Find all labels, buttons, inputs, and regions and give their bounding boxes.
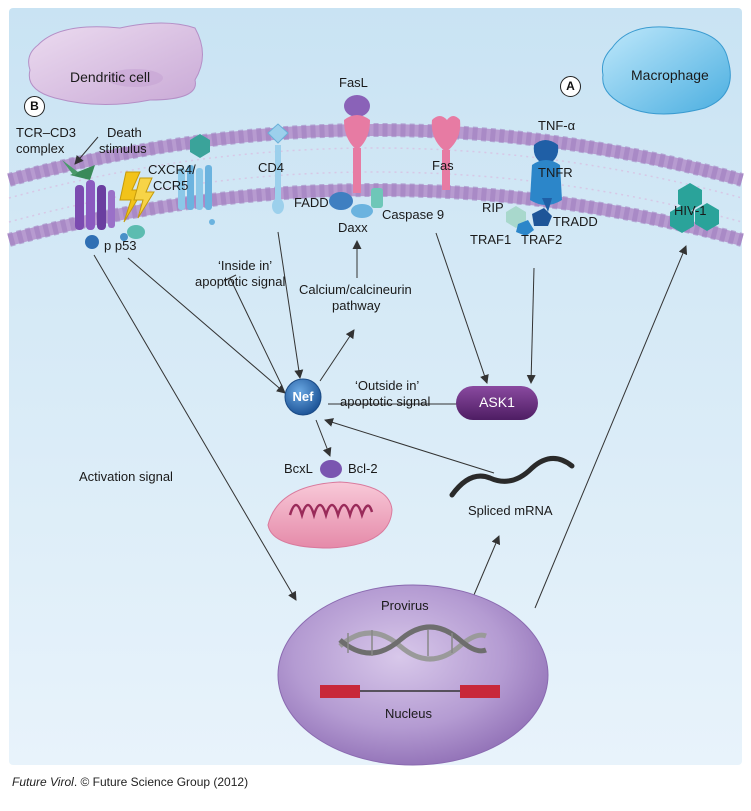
tnfr-receptor — [530, 140, 562, 212]
traf1-label: TRAF1 — [470, 232, 512, 247]
tcr-label-line2: complex — [16, 141, 65, 156]
arrow-tnfr-to-ask1 — [526, 267, 536, 384]
hiv-virus-particles — [670, 183, 719, 233]
arrow-cd4-to-nef — [277, 231, 304, 379]
credit-rest: . © Future Science Group (2012) — [73, 775, 249, 789]
fasl-ligand — [344, 95, 370, 193]
dendritic-cell — [28, 22, 203, 105]
hiv-label: HIV-1 — [674, 203, 707, 218]
death-label-line2: stimulus — [99, 141, 147, 156]
fasl-label: FasL — [339, 75, 368, 90]
p53-label: p p53 — [104, 238, 137, 253]
rip-tradd-traf-complex — [506, 206, 552, 236]
p53-protein — [120, 225, 145, 241]
arrow-p53-to-nef — [127, 257, 286, 394]
ask1-label: ASK1 — [479, 394, 515, 410]
tradd-label: TRADD — [553, 214, 598, 229]
arrow-activation-signal — [93, 254, 297, 601]
outside-in-line2: apoptotic signal — [340, 394, 431, 409]
fadd-label: FADD — [294, 195, 329, 210]
calcium-line2: pathway — [332, 298, 381, 313]
nucleus — [277, 584, 549, 766]
arrow-nucleus-to-hiv — [534, 245, 688, 609]
spliced-mrna-label: Spliced mRNA — [468, 503, 553, 518]
tcr-label-line1: TCR–CD3 — [16, 125, 76, 140]
panel-a-marker: A — [560, 76, 581, 97]
outside-in-line1: ‘Outside in’ — [355, 378, 420, 393]
rip-label: RIP — [482, 200, 504, 215]
fas-label: Fas — [432, 158, 454, 173]
daxx-label: Daxx — [338, 220, 368, 235]
cxcr4-label-line2: CCR5 — [153, 178, 189, 193]
activation-signal-label: Activation signal — [79, 469, 173, 484]
arrow-nef-to-bcxl — [315, 419, 332, 457]
provirus-gene — [320, 685, 500, 698]
bcl2-label: Bcl-2 — [348, 461, 378, 476]
fadd-daxx-complex — [329, 188, 383, 218]
calcium-line1: Calcium/calcineurin — [299, 282, 412, 297]
macrophage-label: Macrophage — [631, 67, 709, 83]
nucleus-label: Nucleus — [385, 706, 432, 721]
tcr-cd3-receptor — [62, 160, 115, 249]
credit-journal: Future Virol — [12, 775, 74, 789]
panel-b-marker: B — [24, 96, 45, 117]
arrows — [74, 136, 688, 686]
arrow-dc-to-tcr — [74, 136, 99, 165]
dendritic-cell-label: Dendritic cell — [70, 69, 151, 85]
cd4-receptor — [267, 123, 289, 214]
traf2-label: TRAF2 — [521, 232, 563, 247]
copyright-credit: Future Virol. © Future Science Group (20… — [12, 775, 248, 789]
inhibit-inside-in-bar — [223, 274, 237, 282]
tnfr-label: TNFR — [538, 165, 573, 180]
cxcr4-ccr5-receptor — [178, 134, 215, 225]
inside-in-line2: apoptotic signal — [195, 274, 286, 289]
death-label-line1: Death — [107, 125, 142, 140]
inside-in-line1: ‘Inside in’ — [218, 258, 273, 273]
arrow-mrna-to-nef — [324, 418, 495, 474]
macrophage-cell — [601, 26, 731, 115]
ask1-node — [456, 386, 538, 420]
cd4-label: CD4 — [258, 160, 285, 175]
arrow-fas-to-ask1 — [435, 232, 489, 384]
nef-label: Nef — [292, 389, 314, 404]
mitochondrion — [267, 460, 393, 549]
cxcr4-label-line1: CXCR4/ — [148, 162, 196, 177]
spliced-mrna-strand — [449, 456, 575, 498]
inhibit-inside-in — [229, 277, 283, 387]
fas-receptor — [431, 116, 461, 190]
death-stimulus-bolt — [119, 171, 155, 223]
tnf-label: TNF-α — [538, 118, 576, 133]
caspase9-label: Caspase 9 — [382, 207, 445, 222]
provirus-label: Provirus — [381, 598, 429, 613]
arrow-nef-to-calcium — [319, 329, 355, 382]
nef-node — [284, 378, 322, 416]
bcxl-label: BcxL — [284, 461, 313, 476]
